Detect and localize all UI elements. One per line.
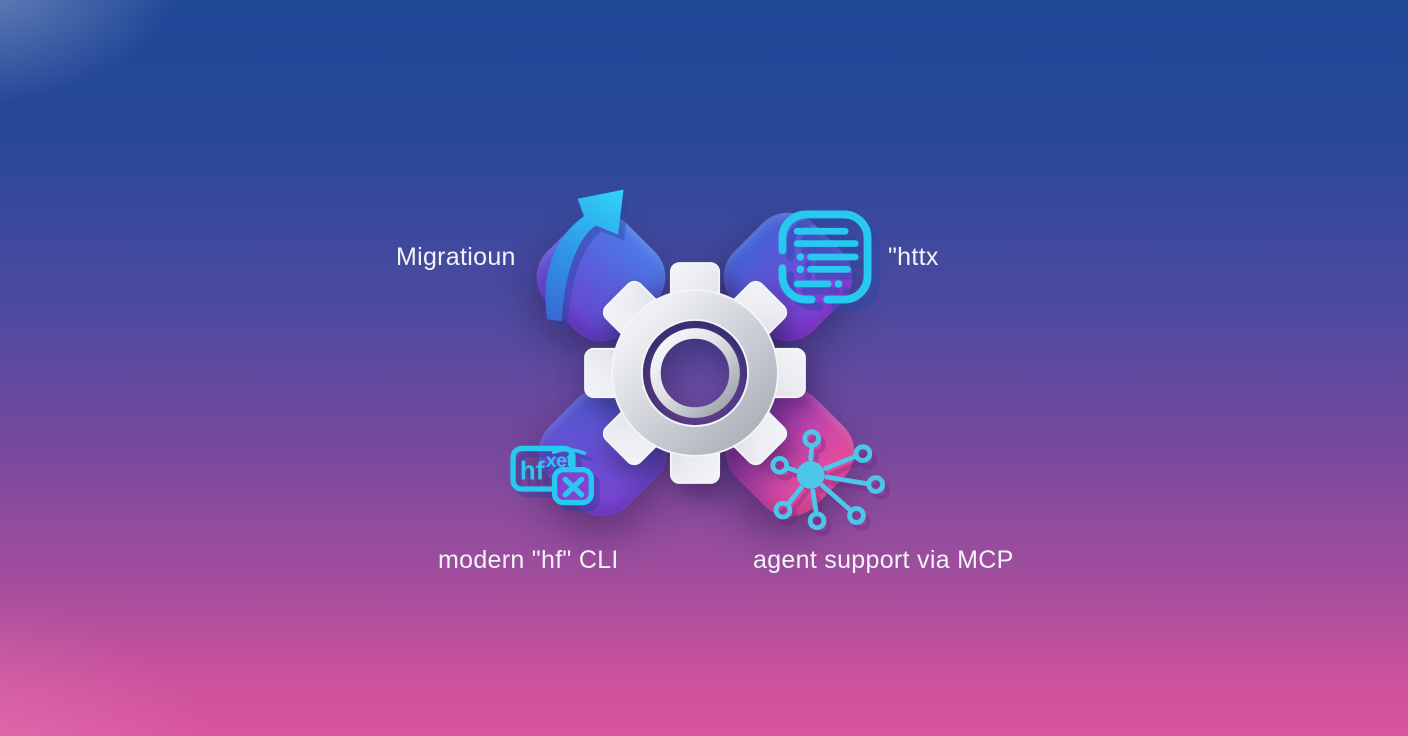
label-agent-support-mcp: agent support via MCP <box>753 546 1014 574</box>
x-glyph <box>562 476 585 498</box>
label-modern-hf-cli: modern "hf" CLI <box>438 546 619 574</box>
network-hub-node <box>796 461 825 489</box>
upgrade-arrow-icon <box>545 189 624 322</box>
gear-hub-ring <box>650 328 740 418</box>
label-httx: "httx <box>888 243 939 271</box>
changelog-list-icon <box>778 210 872 304</box>
label-migration: Migratioun <box>396 243 516 271</box>
gear-body <box>611 289 779 457</box>
gear-icon <box>584 262 806 484</box>
xet-label: xet <box>546 451 573 472</box>
hf-xet-icon: hf xet <box>510 445 594 506</box>
mcp-network-icon <box>770 429 886 531</box>
hf-label: hf <box>520 455 545 485</box>
